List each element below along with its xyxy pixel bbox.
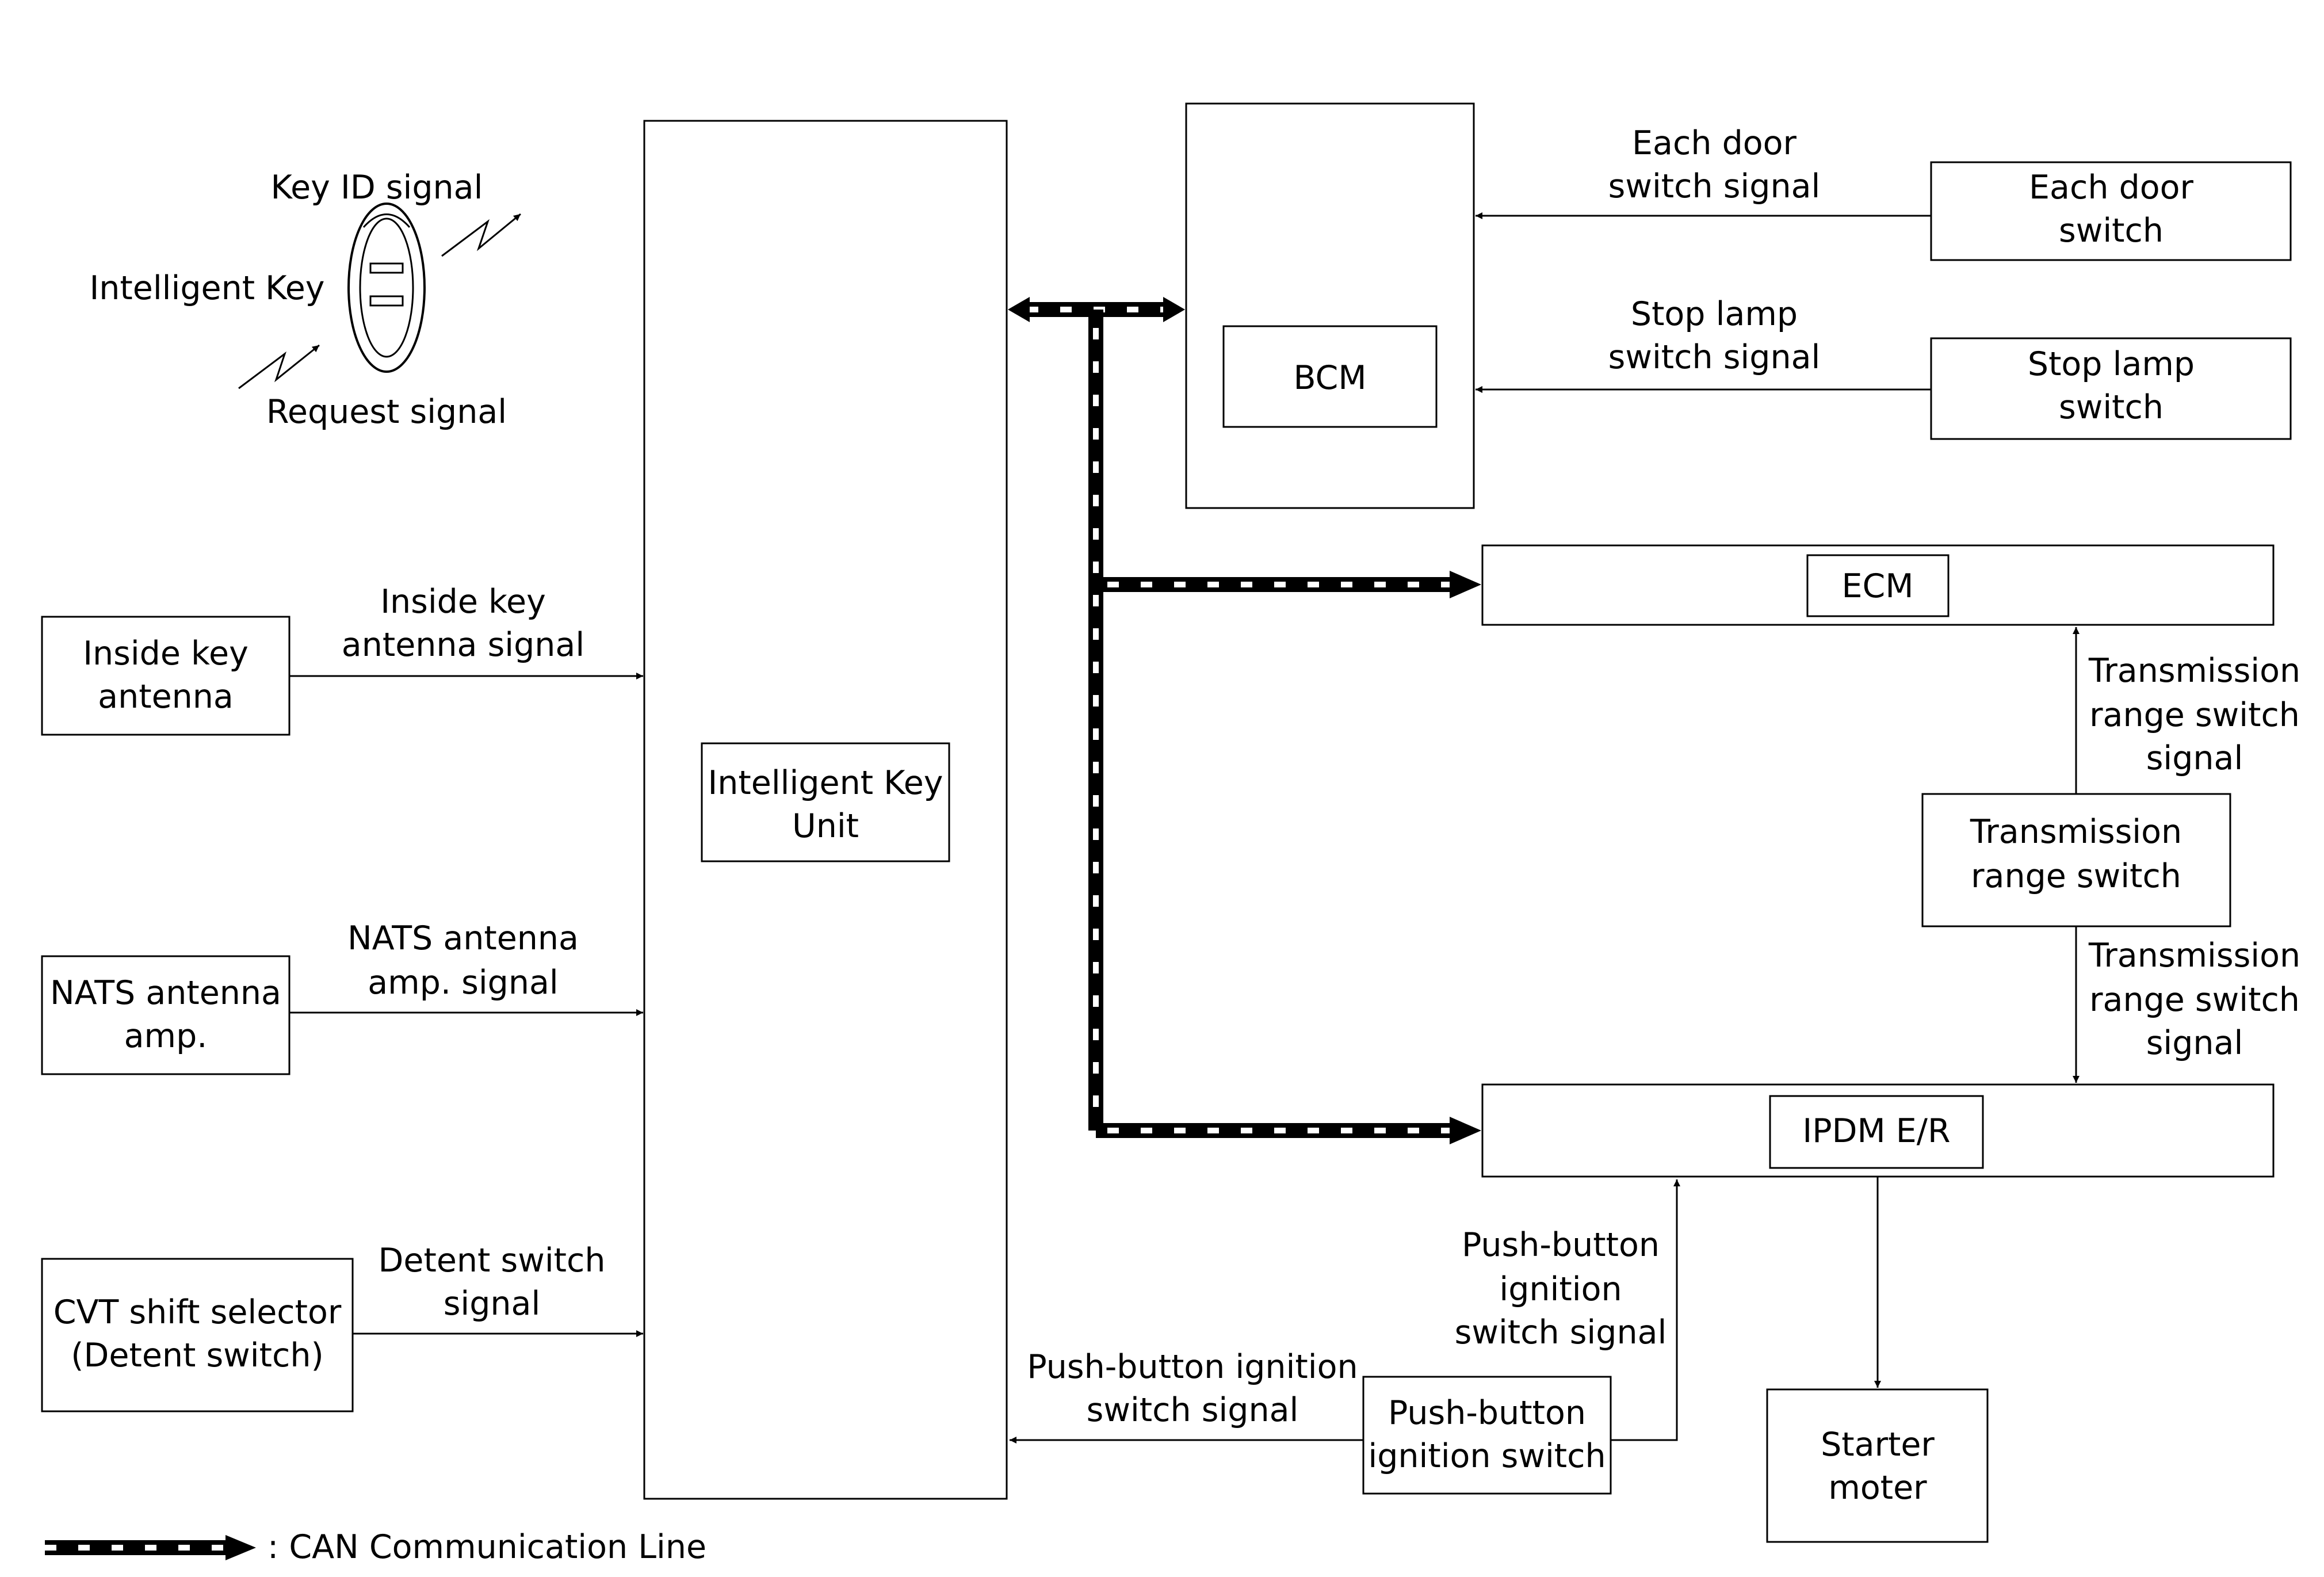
transmission-range-switch-label-line2: range switch [1971, 857, 2181, 895]
cvt-shift-selector-label-line1: CVT shift selector [53, 1293, 342, 1331]
transmission-signal-to-ecm-label-line1: Transmission [2088, 652, 2300, 690]
nats-antenna-amp-label-line2: amp. [124, 1017, 208, 1055]
each-door-switch-signal-label-line1: Each door [1632, 124, 1796, 162]
request-signal-label: Request signal [266, 393, 507, 431]
ecm-label-box [1806, 554, 1950, 617]
cvt-shift-selector-label-line2: (Detent switch) [71, 1337, 323, 1374]
starter-motor-label-line2: moter [1828, 1469, 1927, 1507]
stop-lamp-switch-label-line2: switch [2059, 388, 2164, 426]
stop-lamp-switch-block [1930, 337, 2292, 440]
intelligent-key-unit-label-box [701, 742, 950, 862]
transmission-signal-to-ipdm-label-line2: range switch [2089, 981, 2300, 1019]
can-line-legend-label: : CAN Communication Line [267, 1528, 706, 1566]
key-id-signal-wave-icon [441, 213, 521, 257]
each-door-switch-block [1930, 161, 2292, 261]
push-button-signal-to-ipdm-label-line3: switch signal [1455, 1313, 1667, 1351]
push-button-signal-to-ipdm-label-line1: Push-button [1462, 1226, 1660, 1264]
transmission-signal-to-ipdm-label-line3: signal [2146, 1024, 2243, 1062]
transmission-signal-to-ecm-label-line3: signal [2146, 739, 2243, 777]
stop-lamp-switch-signal-label-line1: Stop lamp [1631, 295, 1798, 333]
push-button-signal-to-ipdm-arrow [1611, 1179, 1680, 1441]
push-button-signal-to-ipdm-label-line2: ignition [1499, 1270, 1622, 1308]
nats-antenna-amp-label-line1: NATS antenna [50, 974, 281, 1012]
detent-switch-signal-label-line2: signal [444, 1285, 541, 1323]
intelligent-key-label: Intelligent Key [89, 269, 324, 307]
key-id-signal-label: Key ID signal [271, 169, 483, 207]
bcm-label-box [1222, 325, 1438, 428]
push-button-ignition-switch-block [1362, 1376, 1612, 1495]
nats-antenna-amp-block [41, 955, 290, 1075]
request-signal-wave-icon [238, 344, 320, 390]
push-button-ignition-switch-label-line1: Push-button [1388, 1394, 1586, 1432]
starter-motor-label-line1: Starter [1821, 1426, 1935, 1464]
intelligent-key-unit-label-line2: Unit [792, 807, 859, 845]
transmission-range-switch-block [1921, 793, 2231, 927]
intelligent-key-fob-icon [347, 203, 426, 373]
can-communication-line [1008, 297, 1481, 1144]
each-door-switch-signal-label-line2: switch signal [1608, 167, 1821, 205]
transmission-range-switch-label-line1: Transmission [1970, 813, 2182, 851]
ipdm-er-label: IPDM E/R [1802, 1112, 1950, 1150]
stop-lamp-switch-signal-label-line2: switch signal [1608, 338, 1821, 376]
inside-key-antenna-label-line1: Inside key [83, 635, 249, 673]
intelligent-key-unit-label-line1: Intelligent Key [708, 764, 943, 802]
inside-key-antenna-block [41, 616, 290, 736]
each-door-switch-label-line1: Each door [2029, 169, 2193, 207]
inside-key-antenna-signal-label-line1: Inside key [380, 583, 546, 621]
can-line-legend-symbol [45, 1535, 256, 1560]
transmission-signal-to-ipdm-label-line1: Transmission [2088, 937, 2300, 975]
nats-antenna-amp-signal-label-line1: NATS antenna [347, 919, 579, 957]
push-button-signal-to-unit-label-line1: Push-button ignition [1027, 1348, 1358, 1386]
push-button-signal-to-unit-label-line2: switch signal [1087, 1391, 1299, 1429]
ecm-label: ECM [1842, 567, 1914, 605]
nats-antenna-amp-signal-label-line2: amp. signal [368, 964, 558, 1002]
cvt-shift-selector-block [41, 1258, 354, 1412]
transmission-signal-to-ecm-label-line2: range switch [2089, 696, 2300, 734]
inside-key-antenna-signal-label-line2: antenna signal [342, 626, 584, 664]
ipdm-er-label-box [1769, 1095, 1984, 1169]
bcm-label: BCM [1293, 359, 1366, 397]
starter-motor-block [1766, 1388, 1989, 1543]
each-door-switch-label-line2: switch [2059, 212, 2164, 250]
stop-lamp-switch-label-line1: Stop lamp [2028, 345, 2195, 383]
push-button-ignition-switch-label-line2: ignition switch [1368, 1437, 1606, 1475]
detent-switch-signal-label-line1: Detent switch [379, 1242, 606, 1280]
bcm-block [1185, 102, 1475, 509]
inside-key-antenna-label-line2: antenna [98, 678, 234, 716]
